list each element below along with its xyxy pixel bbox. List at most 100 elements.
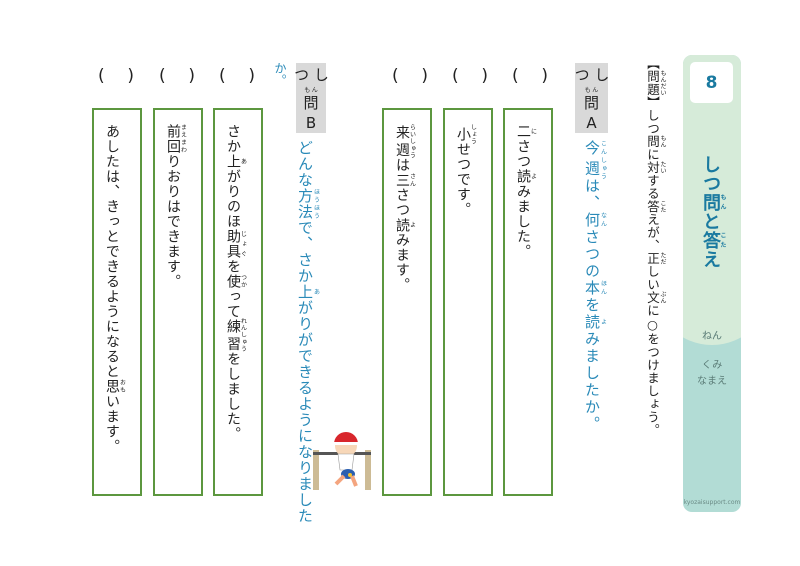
ruby-word: 読よ xyxy=(515,169,537,184)
ruby-base: 今 xyxy=(583,140,601,157)
open-paren: ( xyxy=(159,66,166,86)
text-segment: がりができるようになりました xyxy=(296,300,314,524)
ruby-base: 来週 xyxy=(394,124,410,159)
close-paren: ) xyxy=(188,66,195,86)
furigana: ただ xyxy=(659,252,666,265)
ruby-base: 練習 xyxy=(225,317,241,353)
ruby-base: 問 xyxy=(645,135,660,148)
furigana: つか xyxy=(239,274,247,289)
answer-a3-parens[interactable]: () xyxy=(392,66,428,86)
ruby-word: 答こた xyxy=(700,231,726,250)
question-a-text: 今こん週しゅうは、何なんさつの本ほんを読よみましたか。 xyxy=(582,140,607,433)
site-credit: kyozaisupport.com xyxy=(683,499,741,506)
choice-b2: 前回まえまわりおりはできます。 xyxy=(153,108,203,496)
ruby-word: 使つか xyxy=(225,274,247,289)
text-segment: みます。 xyxy=(394,232,410,293)
worksheet-title: しつ問もんと答こたえ xyxy=(697,155,726,269)
text-segment: は xyxy=(394,157,410,173)
choice-a3: 来週らいしゅうは三さんさつ読よみます。 xyxy=(382,108,432,496)
worksheet-number: 8 xyxy=(690,62,733,103)
choice-text: さか上あがりのほ助具じょぐを使つかって練習れんしゅうをしました。 xyxy=(223,124,247,442)
ruby-base: 何 xyxy=(583,212,601,229)
furigana: さん xyxy=(408,172,416,188)
open-paren: ( xyxy=(452,66,459,86)
question-b-text-continued: か。 xyxy=(273,62,287,86)
ruby-word: 練習れんしゅう xyxy=(225,317,247,353)
text-segment: しつ xyxy=(700,155,721,193)
ruby-word: 問題もんだい xyxy=(645,70,666,96)
ruby-word: 問もん xyxy=(700,193,726,212)
ruby-word: 前回まえまわ xyxy=(165,124,187,154)
ruby-base: 二 xyxy=(515,124,531,139)
furigana: こた xyxy=(659,200,666,213)
ruby-word: 今こん xyxy=(583,140,607,157)
text-segment: みました。 xyxy=(515,184,531,259)
ruby-base: 思 xyxy=(104,379,120,394)
text-segment: 】しつ xyxy=(645,96,660,135)
furigana: もん xyxy=(719,193,726,212)
furigana: れんしゅう xyxy=(239,317,247,353)
ruby-word: 二に xyxy=(515,124,537,139)
furigana: あ xyxy=(312,284,320,300)
text-segment: する xyxy=(645,174,660,200)
text-segment: に xyxy=(645,148,660,161)
ruby-base: 読 xyxy=(515,169,531,184)
label-kanji: 問もん xyxy=(584,87,599,113)
ruby-word: 上あ xyxy=(225,154,247,169)
text-segment: で、さか xyxy=(296,220,314,284)
ruby-base: 上 xyxy=(296,284,314,300)
ruby-word: 文ぶん xyxy=(645,291,666,304)
furigana: じょぐ xyxy=(239,229,247,259)
answer-a1-parens[interactable]: () xyxy=(512,66,548,86)
question-b-text: どんな方法ほうほうで、さか上あがりができるようになりました xyxy=(295,140,320,524)
question-a-label: しつ 問もん A xyxy=(573,63,611,133)
text-segment: を xyxy=(225,259,241,274)
ruby-word: 読よ xyxy=(394,218,416,233)
answer-b2-parens[interactable]: () xyxy=(159,66,195,86)
answer-b3-parens[interactable]: () xyxy=(98,66,134,86)
label-prefix: しつ xyxy=(292,67,330,82)
label-kanji: 問もん xyxy=(303,87,318,113)
furigana: ほん xyxy=(599,280,607,297)
ruby-base: 上 xyxy=(225,154,241,169)
text-segment: あしたは、きっとできるようになると xyxy=(104,124,120,379)
ruby-base: 使 xyxy=(225,274,241,289)
instruction-text: 【問題もんだい】しつ問もんに対たいする答こたえが、正ただしい文ぶんに○をつけまし… xyxy=(643,57,666,437)
open-paren: ( xyxy=(392,66,399,86)
close-paren: ) xyxy=(248,66,255,86)
text-segment: さつ xyxy=(515,139,531,169)
text-segment: しい xyxy=(645,265,660,291)
answer-a2-parens[interactable]: () xyxy=(452,66,488,86)
sidebar-top-band xyxy=(683,55,741,345)
text-segment: さか xyxy=(225,124,241,154)
furigana: らいしゅう xyxy=(408,124,416,159)
ruby-base: 読 xyxy=(583,314,601,331)
ruby-word: 思おも xyxy=(104,379,126,394)
ruby-base: 対 xyxy=(645,161,660,174)
furigana: おも xyxy=(118,379,126,394)
worksheet-sidebar: 8 しつ問もんと答こたえ ねん くみ なまえ kyozaisupport.com xyxy=(683,55,741,512)
kanji: 問 xyxy=(303,94,319,112)
ruby-word: 本ほん xyxy=(583,280,607,297)
child-on-bar-illustration xyxy=(313,432,371,490)
ruby-word: 助具じょぐ xyxy=(225,229,247,259)
choice-text: 来週らいしゅうは三さんさつ読よみます。 xyxy=(392,124,416,293)
text-segment: と xyxy=(700,212,721,231)
choice-b3: あしたは、きっとできるようになると思おもいます。 xyxy=(92,108,142,496)
text-segment: みましたか。 xyxy=(583,331,601,433)
answer-b1-parens[interactable]: () xyxy=(219,66,255,86)
text-segment: います。 xyxy=(104,394,120,454)
text-segment: りおりはできます。 xyxy=(165,154,181,289)
furigana: もん xyxy=(659,135,666,148)
text-segment: って xyxy=(225,289,241,319)
year-label: ねん xyxy=(702,331,722,342)
choice-text: 二にさつ読よみました。 xyxy=(513,124,537,259)
choice-a2: 小しょうせつです。 xyxy=(443,108,493,496)
furigana: こた xyxy=(719,231,726,250)
furigana: よ xyxy=(599,314,607,331)
label-prefix: しつ xyxy=(572,67,611,82)
name-label: なまえ xyxy=(697,376,727,387)
furigana: もんだい xyxy=(659,70,666,96)
text-segment: がりのほ xyxy=(225,169,241,229)
ruby-base: 方法 xyxy=(296,188,314,220)
